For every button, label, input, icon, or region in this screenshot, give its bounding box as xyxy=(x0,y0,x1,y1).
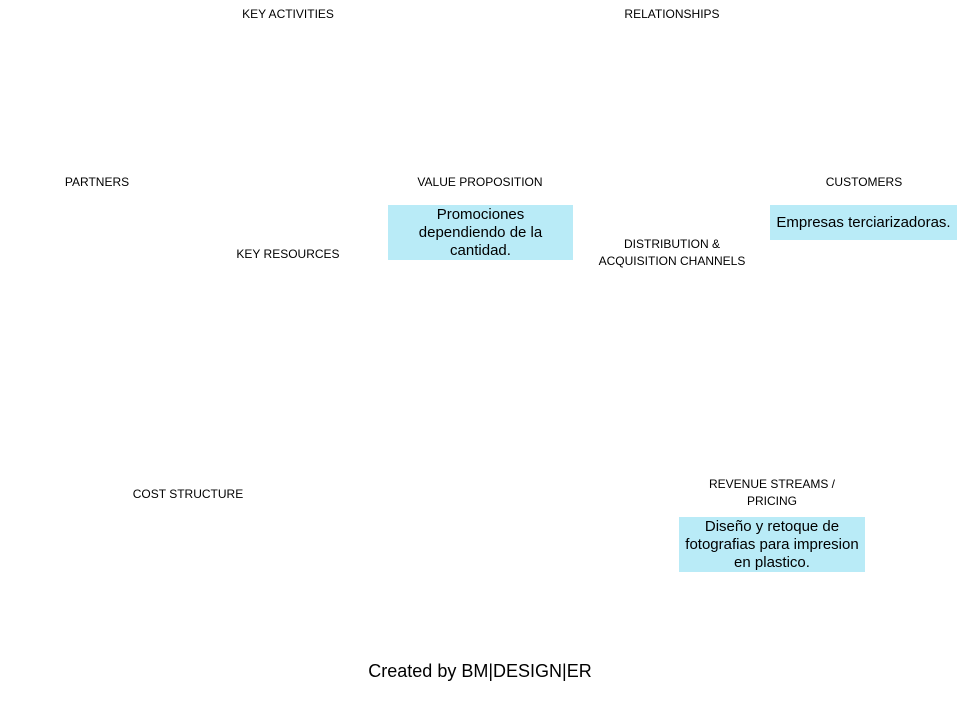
key-activities-label: KEY ACTIVITIES xyxy=(242,7,334,21)
customers-note: Empresas terciarizadoras. xyxy=(770,205,957,240)
customers-label: CUSTOMERS xyxy=(825,175,903,189)
key-resources-label: KEY RESOURCES xyxy=(236,247,340,261)
cost-structure-label: COST STRUCTURE xyxy=(132,487,244,501)
revenue-streams-label: REVENUE STREAMS / PRICING xyxy=(708,477,836,508)
value-proposition-label: VALUE PROPOSITION xyxy=(417,175,543,189)
footer-credit: Created by BM|DESIGN|ER xyxy=(368,661,592,681)
relationships-label: RELATIONSHIPS xyxy=(624,7,720,21)
distribution-channels-label: DISTRIBUTION & ACQUISITION CHANNELS xyxy=(598,237,746,268)
partners-label: PARTNERS xyxy=(64,175,130,189)
revenue-streams-note: Diseño y retoque de fotografias para imp… xyxy=(679,517,865,572)
value-proposition-note: Promociones dependiendo de la cantidad. xyxy=(388,205,573,260)
